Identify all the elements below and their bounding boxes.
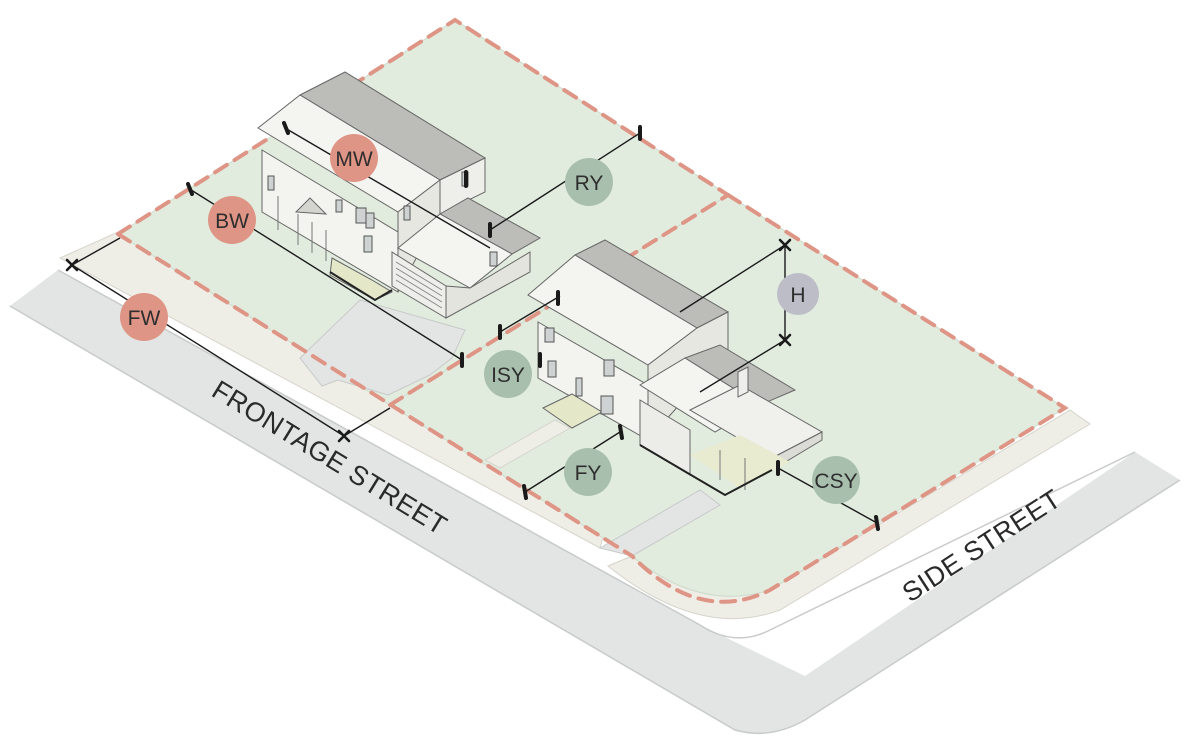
- left-house-columns: [277, 196, 327, 261]
- x-mark: [65, 258, 79, 272]
- window: [547, 360, 557, 378]
- street-edge-line: [9, 305, 1181, 735]
- badge-csy-circle: [812, 456, 860, 504]
- fw-dimension-line: [71, 264, 345, 437]
- badge-csy-text: CSY: [814, 470, 857, 493]
- window: [600, 395, 614, 415]
- window: [335, 199, 343, 213]
- corner-front-walk: [483, 419, 572, 469]
- tick: [282, 121, 290, 135]
- left-lot-boundary: [116, 17, 730, 236]
- badge-fy-text: FY: [575, 462, 602, 485]
- h-extension-line: [699, 339, 786, 393]
- tick: [186, 182, 194, 196]
- mw-dimension-line: [284, 127, 491, 249]
- front-lot-line: [116, 232, 634, 558]
- badge-fy: FY: [564, 448, 612, 496]
- door-line: [395, 279, 443, 309]
- badge-fw-text: FW: [128, 307, 161, 330]
- garage-side-wall: [445, 251, 531, 319]
- x-mark: [337, 429, 351, 443]
- badge-isy-circle: [484, 350, 532, 398]
- window: [365, 212, 375, 229]
- left-house-entry-pediment: [294, 197, 328, 215]
- badge-bw-circle: [208, 196, 256, 244]
- badge-bw: BW: [208, 196, 256, 244]
- tick: [522, 484, 528, 500]
- door-line: [395, 267, 443, 297]
- badge-h-text: H: [790, 284, 805, 307]
- badge-mw-circle: [330, 134, 378, 182]
- dimension-lines: [71, 127, 878, 524]
- corner-house-footprint-line: [639, 444, 773, 497]
- badge-isy: ISY: [484, 350, 532, 398]
- window: [544, 327, 555, 343]
- window: [355, 207, 367, 224]
- dimension-ticks: [186, 121, 880, 531]
- badge-fw: FW: [120, 293, 168, 341]
- isy-dimension-line: [499, 295, 561, 333]
- badge-fw-circle: [120, 293, 168, 341]
- badge-isy-text: ISY: [491, 364, 525, 387]
- door-line: [395, 273, 443, 303]
- badge-bw-text: BW: [215, 210, 249, 233]
- corner-house-chimney: [737, 366, 749, 398]
- corner-driveway: [598, 489, 721, 557]
- badge-h: H: [777, 273, 819, 315]
- x-mark: [778, 238, 792, 252]
- door-line: [395, 261, 443, 291]
- window: [363, 235, 373, 253]
- street-curb-line: [57, 269, 1136, 639]
- badge-fy-circle: [564, 448, 612, 496]
- ry-dimension-line: [489, 132, 641, 231]
- window: [403, 205, 411, 221]
- x-mark: [778, 333, 792, 347]
- tick: [618, 424, 624, 440]
- fw-extension-line: [343, 407, 391, 437]
- paving: [299, 299, 721, 557]
- badge-mw: MW: [330, 134, 378, 182]
- badge-ry: RY: [565, 158, 613, 206]
- corner-house: [329, 239, 824, 497]
- h-extension-line: [679, 244, 786, 313]
- garage-roof-front: [397, 213, 513, 289]
- garage-door-lines: [395, 261, 443, 309]
- dimension-x-marks: [65, 238, 792, 443]
- badge-ry-text: RY: [575, 172, 604, 195]
- left-driveway: [299, 299, 466, 396]
- tick: [874, 515, 880, 531]
- garage-window: [489, 251, 498, 267]
- fw-extension-line: [71, 237, 121, 266]
- left-house-footprint-line: [329, 271, 393, 302]
- window: [603, 359, 615, 377]
- badge-csy: CSY: [812, 456, 860, 504]
- window: [575, 377, 583, 397]
- badge-mw-text: MW: [335, 148, 372, 171]
- window: [267, 175, 275, 191]
- badge-h-circle: [777, 273, 819, 315]
- corner-lot-boundary: [630, 193, 1069, 604]
- badge-ry-circle: [565, 158, 613, 206]
